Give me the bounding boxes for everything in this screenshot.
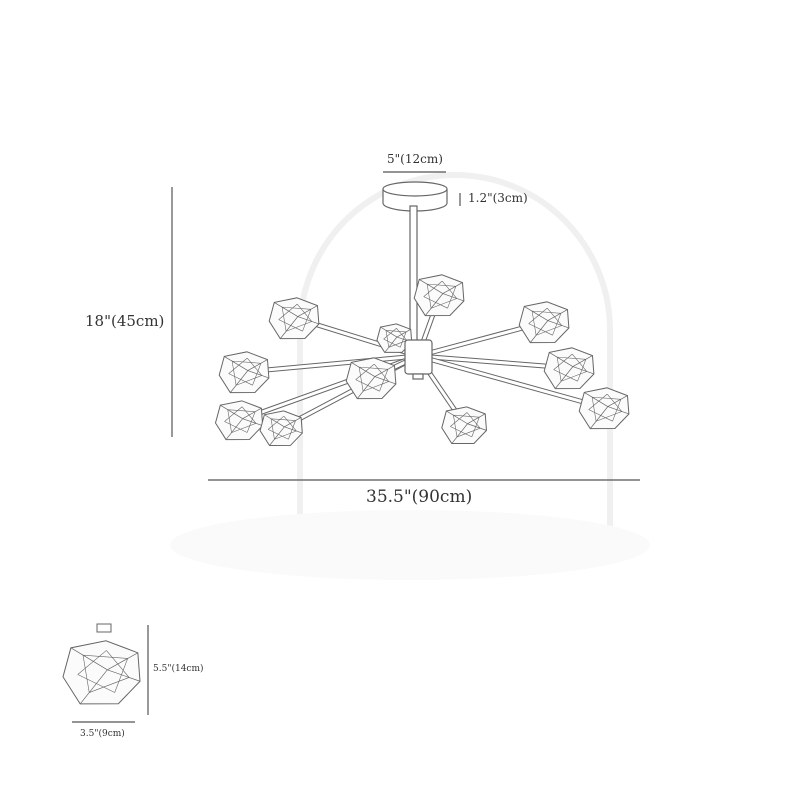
shade-width-label: 3.5"(9cm) — [80, 729, 125, 739]
glass-shade — [218, 351, 270, 394]
width-dimension-label: 35.5"(90cm) — [366, 487, 473, 507]
shades — [214, 274, 630, 447]
glass-shade — [259, 410, 303, 447]
watermark — [170, 172, 650, 580]
glass-shade — [578, 387, 630, 430]
glass-shade — [543, 347, 595, 390]
glass-shade-detail — [62, 640, 141, 705]
canopy-diameter-label: 5"(12cm) — [387, 152, 443, 166]
shade-detail-drawing — [62, 623, 141, 705]
glass-shade — [413, 274, 465, 317]
glass-shade — [441, 406, 488, 445]
dimension-lines — [72, 171, 640, 723]
shade-height-label: 5.5"(14cm) — [153, 664, 204, 674]
canopy — [382, 181, 448, 347]
glass-shade — [214, 400, 264, 441]
height-dimension-label: 18"(45cm) — [85, 312, 165, 330]
glass-shade — [268, 297, 320, 340]
glass-shade — [518, 301, 570, 344]
hub — [404, 339, 433, 380]
glass-shade — [376, 323, 413, 353]
canopy-height-label: 1.2"(3cm) — [468, 191, 528, 205]
glass-shade — [345, 357, 397, 400]
